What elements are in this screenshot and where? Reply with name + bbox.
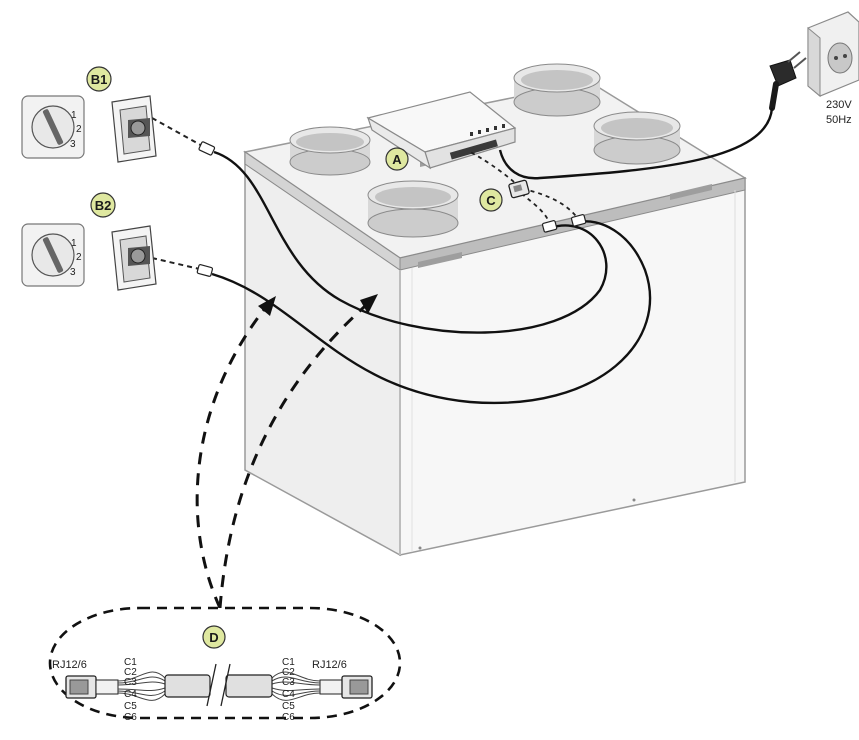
wire-bundle-left: [117, 671, 166, 701]
svg-text:2: 2: [76, 252, 82, 263]
c-link-2: [527, 189, 581, 223]
wire-label-c1-right: C1: [282, 657, 295, 668]
duct-collar-back-left: [289, 126, 371, 176]
svg-text:2: 2: [76, 124, 82, 135]
cable-break-mark: [220, 663, 231, 707]
rj12-connector-right-icon: [319, 675, 373, 699]
cable-segment: [164, 674, 211, 698]
arrow-head: [360, 294, 378, 314]
unit-screw: [418, 546, 422, 550]
power-plug: [769, 51, 807, 111]
wire-label-c5-right: C5: [282, 701, 295, 712]
rj-plug-icon: [541, 220, 558, 233]
ventilation-unit: [243, 63, 747, 557]
cable-detail-callout: C1 C2 C3 C4 C5 C6 C1 C2 C3 C4 C5 C6 RJ12…: [48, 606, 402, 723]
svg-text:1: 1: [71, 238, 77, 249]
connector-label-right: RJ12/6: [312, 659, 347, 671]
wire-label-c2-right: C2: [282, 667, 295, 678]
wire-label-c4-right: C4: [282, 689, 295, 700]
b2-cable: [211, 220, 652, 405]
switch-b2: 1 2 3: [21, 223, 157, 291]
duct-collar-front-right: [593, 111, 681, 165]
wire-label-c1-left: C1: [124, 657, 137, 668]
arrow-to-b1-cable: [218, 298, 373, 609]
unit-screw: [632, 498, 636, 502]
selector-knob-b2: 1 2 3: [21, 223, 85, 287]
label-badge-a: A: [385, 147, 409, 171]
svg-text:D: D: [209, 630, 218, 645]
cable-segment: [225, 674, 273, 698]
b2-short-lead: [151, 257, 205, 271]
connector-label-left: RJ12/6: [52, 659, 87, 671]
rj12-connector-left-icon: [65, 675, 119, 699]
power-voltage: 230V: [826, 99, 852, 111]
wire-label-c3-left: C3: [124, 677, 137, 688]
b1-cable: [213, 150, 608, 334]
switch-back-plate-b2: [111, 225, 157, 291]
label-badge-b2: B2: [90, 192, 116, 218]
svg-text:A: A: [392, 152, 402, 167]
wire-label-c4-left: C4: [124, 689, 137, 700]
svg-text:B1: B1: [91, 72, 108, 87]
connector-port-strip: [449, 139, 498, 160]
wire-label-c5-left: C5: [124, 701, 137, 712]
arrow-to-b2-cable: [195, 301, 272, 609]
b1-short-lead: [151, 117, 207, 149]
cable-break-mark: [206, 663, 217, 707]
rim-slot: [418, 252, 462, 268]
wire-label-c6-right: C6: [282, 712, 295, 723]
c-link-3: [469, 151, 515, 183]
label-badge-b1: B1: [86, 66, 112, 92]
selector-knob-b1: 1 2 3: [21, 95, 85, 159]
power-frequency: 50Hz: [826, 114, 852, 126]
wire-label-c2-left: C2: [124, 667, 137, 678]
svg-text:3: 3: [70, 267, 76, 278]
duct-collar-back-right: [513, 63, 601, 117]
svg-text:B2: B2: [95, 198, 112, 213]
svg-text:C: C: [486, 193, 496, 208]
switch-back-plate-b1: [111, 95, 157, 163]
svg-text:1: 1: [71, 110, 77, 121]
rj-plug-icon: [570, 214, 587, 227]
wire-bundle-right: [271, 671, 321, 701]
svg-text:3: 3: [70, 139, 76, 150]
power-cable: [498, 107, 774, 180]
callout-dashed-outline: [48, 606, 402, 720]
rj-plug-icon: [196, 264, 214, 277]
label-badge-d: D: [202, 625, 226, 649]
status-leds: [470, 124, 505, 136]
wire-label-c6-left: C6: [124, 712, 137, 723]
duct-collar-front-left: [367, 180, 459, 238]
label-badge-c: C: [479, 188, 503, 212]
switch-b1: 1 2 3: [21, 95, 157, 163]
wire-label-c3-right: C3: [282, 677, 295, 688]
power-socket: [807, 11, 859, 98]
arrow-head: [258, 296, 276, 316]
rj-splitter-icon: [508, 179, 530, 199]
rj-plug-icon: [198, 141, 216, 156]
control-box: [366, 91, 517, 170]
rim-slot: [670, 184, 712, 200]
